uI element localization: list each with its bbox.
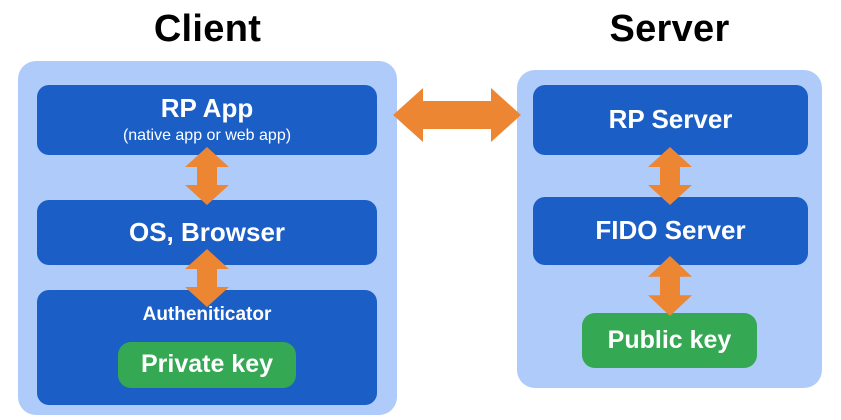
os-browser-label: OS, Browser — [128, 216, 286, 247]
bidirectional-vertical-arrow-icon — [648, 256, 692, 316]
arrow-fidoserver-publickey — [648, 256, 692, 316]
fido-server-label: FIDO Server — [595, 215, 746, 246]
authenticator-label: Autheniticator — [142, 304, 272, 325]
bidirectional-vertical-arrow-icon — [185, 249, 229, 307]
arrow-client-server — [393, 88, 521, 142]
rp-app-box: RP App (native app or web app) — [37, 85, 377, 155]
arrow-rpapp-osbrowser — [185, 147, 229, 205]
authenticator-box: Autheniticator Private key — [37, 290, 377, 405]
private-key-box: Private key — [118, 341, 296, 388]
rp-server-box: RP Server — [533, 85, 808, 155]
server-title: Server — [609, 8, 730, 50]
client-title: Client — [153, 8, 262, 50]
client-container: RP App (native app or web app) OS, Brows… — [18, 61, 397, 415]
bidirectional-vertical-arrow-icon — [185, 147, 229, 205]
public-key-label: Public key — [607, 326, 732, 354]
rp-app-sublabel: (native app or web app) — [122, 127, 292, 145]
bidirectional-vertical-arrow-icon — [648, 147, 692, 205]
rp-app-label: RP App — [160, 93, 254, 124]
server-container: RP Server FIDO Server Public key — [517, 70, 822, 388]
fido-server-box: FIDO Server — [533, 197, 808, 265]
bidirectional-horizontal-arrow-icon — [393, 88, 521, 142]
private-key-label: Private key — [140, 350, 274, 379]
rp-server-label: RP Server — [608, 104, 733, 135]
public-key-box: Public key — [582, 313, 757, 368]
arrow-rpserver-fidoserver — [648, 147, 692, 205]
arrow-osbrowser-authenticator — [185, 249, 229, 307]
